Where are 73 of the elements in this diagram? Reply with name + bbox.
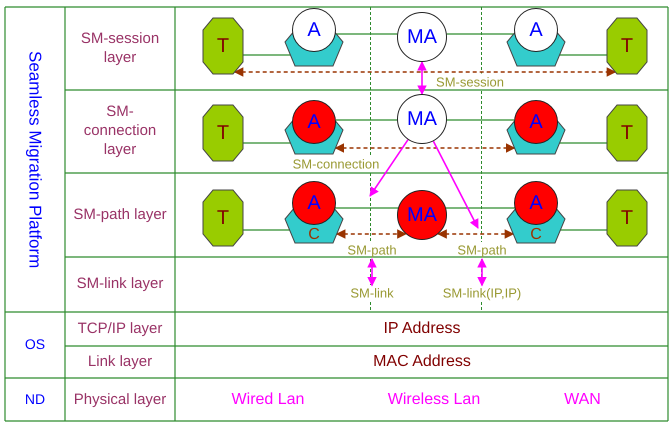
dashed-double-arrow (234, 67, 616, 77)
double-arrow (367, 258, 377, 286)
dashed-double-arrow (334, 143, 516, 153)
circle-node (292, 181, 336, 225)
layer-name: SM-path layer (73, 206, 167, 224)
node-letter: T (620, 208, 634, 228)
edge-label: SM-connection (292, 156, 380, 172)
connector-line (560, 54, 607, 56)
arrow (369, 139, 409, 197)
connector-line (243, 142, 290, 144)
layer-name: SM-connection layer (82, 103, 158, 160)
node-letter: A (307, 193, 321, 213)
node-letter: A (529, 193, 543, 213)
circle-node (397, 190, 447, 240)
layer-name: SM-link layer (76, 275, 164, 294)
double-arrow (477, 258, 487, 286)
node-letter: C (308, 227, 320, 244)
dashed-double-arrow (336, 229, 407, 239)
group-label: OS (24, 336, 46, 354)
node-letter: C (530, 227, 542, 244)
node-letter: T (216, 208, 230, 228)
double-arrow (417, 61, 427, 95)
node-letter: T (216, 123, 230, 143)
connector-line (243, 229, 290, 231)
edge-label: SM-path (456, 242, 508, 258)
node-letter: A (529, 20, 543, 40)
octagon-node (607, 190, 647, 246)
connector-line (446, 207, 515, 209)
layer-name: SM-session layer (80, 30, 160, 68)
address-label: IP Address (383, 319, 461, 339)
pentagon-node (507, 207, 565, 243)
circle-node (514, 100, 558, 144)
link-label: SM-link (349, 286, 395, 300)
node-letter: A (529, 112, 543, 132)
layer-name: TCP/IP layer (78, 320, 162, 338)
platform-label: Seamless Migration Platform (24, 50, 46, 268)
node-letter: T (216, 36, 230, 56)
circle-node (397, 94, 447, 144)
octagon-node (203, 190, 243, 246)
connector-line (560, 229, 607, 231)
node-letter: MA (407, 27, 437, 47)
connector-line (336, 33, 398, 35)
network-label: WAN (564, 390, 601, 410)
node-letter: MA (407, 205, 437, 225)
circle-node (292, 8, 336, 52)
node-letter: MA (407, 109, 437, 129)
node-letter: T (620, 123, 634, 143)
edge-label: SM-path (346, 242, 398, 258)
circle-node (514, 181, 558, 225)
octagon-node (203, 18, 243, 74)
edge-label: SM-session (435, 74, 505, 90)
dashed-double-arrow (437, 229, 514, 239)
node-letter: A (307, 20, 321, 40)
connector-line (335, 207, 398, 209)
octagon-node (607, 105, 647, 161)
address-label: MAC Address (373, 352, 471, 372)
group-label: ND (24, 391, 46, 409)
circle-node (514, 8, 558, 52)
arrow (432, 140, 479, 229)
connector-line (243, 54, 290, 56)
connector-line (336, 119, 398, 121)
network-label: Wireless Lan (388, 390, 480, 410)
connector-line (560, 142, 607, 144)
link-label: SM-link(IP,IP) (442, 286, 522, 300)
connector-line (446, 33, 514, 35)
node-letter: T (620, 36, 634, 56)
octagon-node (607, 18, 647, 74)
connector-line (446, 119, 514, 121)
octagon-node (203, 105, 243, 161)
circle-node (397, 12, 447, 62)
network-label: Wired Lan (232, 390, 304, 410)
layer-name: Physical layer (74, 390, 166, 410)
layer-name: Link layer (88, 352, 152, 372)
